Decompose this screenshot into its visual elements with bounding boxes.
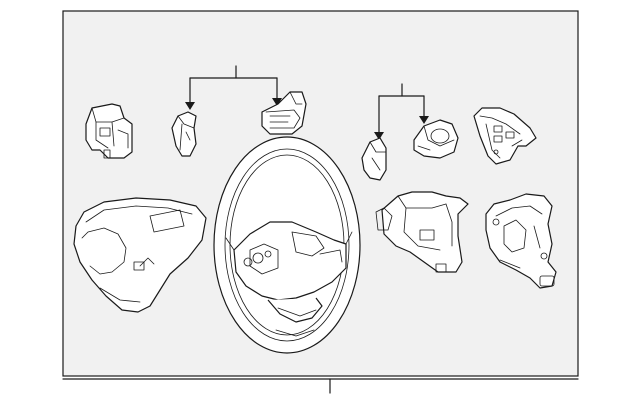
bracket-icon	[485, 193, 557, 289]
callout-bracket-right	[374, 83, 429, 140]
switch-icon	[171, 111, 197, 157]
bracket-icon	[85, 103, 133, 159]
airbag-icon	[73, 197, 207, 313]
steering-wheel-icon	[213, 136, 361, 354]
switch-icon	[413, 119, 459, 159]
switch-icon	[473, 107, 537, 165]
bracket-icon	[375, 191, 469, 273]
switch-icon	[361, 137, 387, 181]
switch-icon	[261, 91, 307, 135]
callout-bracket-left	[185, 65, 282, 110]
